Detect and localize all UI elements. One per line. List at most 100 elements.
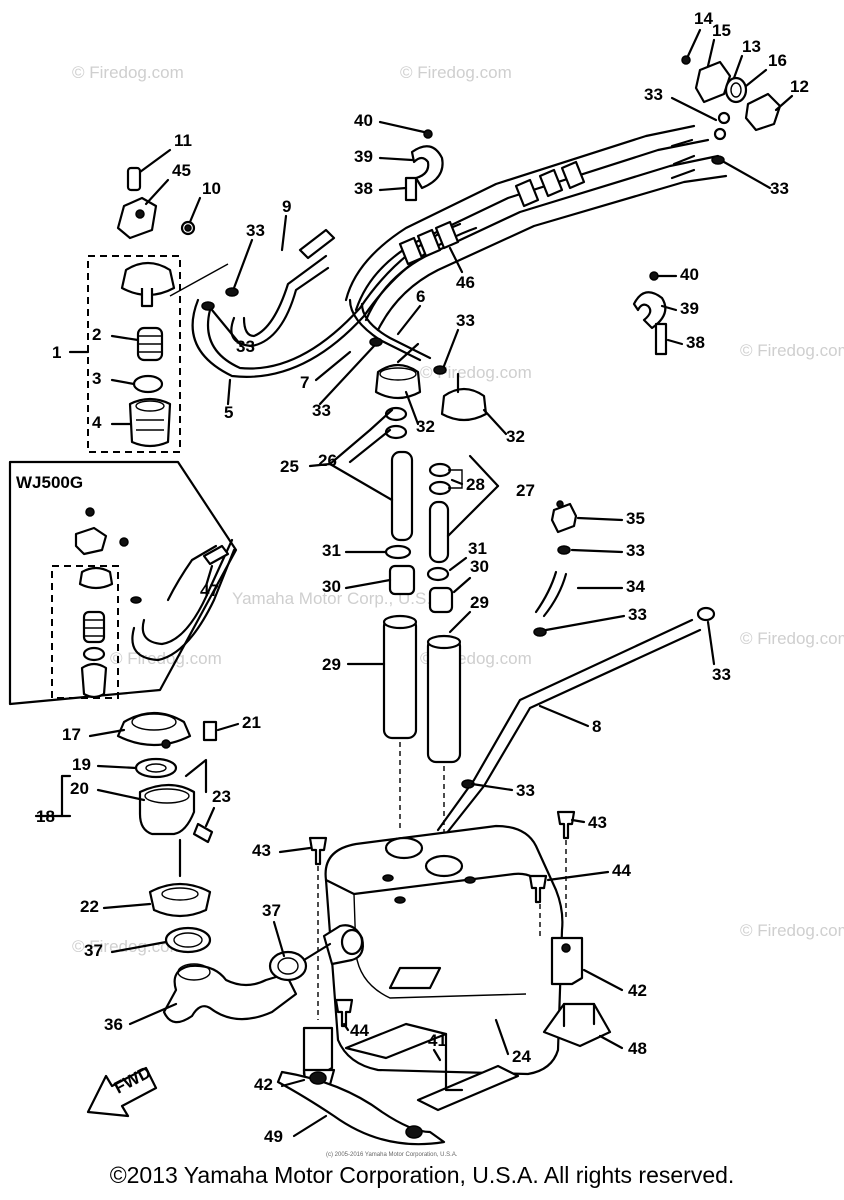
callout-leader [448, 556, 468, 572]
callout-leader [686, 28, 702, 58]
callout-33: 33 [644, 85, 663, 104]
callout-leader [598, 1034, 624, 1050]
clamp-37 [268, 942, 332, 982]
callout-8: 8 [592, 717, 601, 736]
callout-9: 9 [282, 197, 291, 216]
fuel-cock-assembly [68, 166, 229, 453]
callout-leader [348, 428, 392, 464]
callout-20: 20 [70, 779, 89, 798]
callout-leader [110, 940, 168, 954]
callout-5: 5 [224, 403, 233, 422]
callout-40: 40 [354, 111, 373, 130]
watermark: © Firedog.com [740, 341, 844, 360]
wj500g-inset: WJ500G [8, 460, 238, 706]
bracket-38-40-right [632, 271, 668, 356]
callout-33: 33 [626, 541, 645, 560]
callout-leader [570, 548, 624, 554]
callout-23: 23 [212, 787, 231, 806]
watermark: © Firedog.com [740, 629, 844, 648]
callout-30: 30 [322, 577, 341, 596]
callout-leader [732, 54, 744, 80]
callout-leader [396, 304, 422, 336]
callout-leader [442, 328, 460, 368]
callout-leader [314, 350, 352, 382]
callout-leader [88, 728, 126, 738]
callout-28: 28 [466, 475, 485, 494]
callout-44: 44 [350, 1021, 369, 1040]
filler-assembly [34, 712, 298, 1024]
callout-leader [774, 94, 794, 112]
hose-bundle [344, 124, 728, 375]
callout-leader [432, 1048, 442, 1062]
callout-leader [210, 308, 242, 346]
callout-33: 33 [456, 311, 475, 330]
callout-leader [216, 722, 240, 732]
watermark: © Firedog.com [420, 363, 532, 382]
callout-leader [582, 968, 624, 992]
callout-leader [204, 806, 216, 828]
callout-37: 37 [84, 941, 103, 960]
callout-48: 48 [628, 1039, 647, 1058]
callout-46: 46 [456, 273, 475, 292]
callout-7: 7 [300, 373, 309, 392]
variant-label: WJ500G [16, 473, 83, 492]
vent-and-hose-8 [436, 500, 716, 836]
callout-leader [546, 870, 610, 882]
callout-11: 11 [174, 131, 192, 150]
callout-39: 39 [354, 147, 373, 166]
callout-27: 27 [516, 481, 535, 500]
callout-leader [450, 478, 464, 486]
callout-leader [660, 304, 678, 312]
callout-leader [128, 1002, 178, 1026]
callout-leader [670, 96, 718, 122]
callout-leader [96, 788, 146, 802]
callout-leader [706, 38, 716, 68]
callout-43: 43 [252, 841, 271, 860]
watermark: © Firedog.com [400, 63, 512, 82]
callout-16: 16 [768, 51, 787, 70]
callout-leader [570, 818, 586, 824]
callout-leader [494, 1018, 510, 1056]
callout-47: 47 [200, 581, 219, 600]
watermark: © Firedog.com [72, 63, 184, 82]
callout-leader [188, 196, 202, 224]
callout-34: 34 [626, 577, 645, 596]
callout-30: 30 [470, 557, 489, 576]
callout-leader [102, 902, 152, 910]
callout-leader [744, 68, 768, 88]
callout-leader [278, 846, 312, 854]
callout-1: 1 [52, 343, 61, 362]
callout-33: 33 [628, 605, 647, 624]
callout-leader [292, 1114, 328, 1138]
callout-33: 33 [712, 665, 731, 684]
callout-19: 19 [72, 755, 91, 774]
callout-leader [204, 564, 214, 588]
callout-42: 42 [628, 981, 647, 1000]
callout-40: 40 [680, 265, 699, 284]
callout-leader [470, 782, 514, 792]
callout-32: 32 [506, 427, 525, 446]
callout-31: 31 [468, 539, 487, 558]
callout-33: 33 [236, 337, 255, 356]
fuel-tank-24 [322, 824, 564, 1076]
callout-leader [318, 344, 376, 406]
callout-42: 42 [254, 1075, 273, 1094]
callout-leader [280, 1078, 306, 1088]
callout-leader [404, 390, 420, 426]
bracket-38-40-upper [404, 129, 444, 202]
callout-25: 25 [280, 457, 299, 476]
callout-21: 21 [242, 713, 261, 732]
callout-leader [342, 1022, 350, 1032]
callout-14: 14 [694, 9, 713, 28]
callout-38: 38 [686, 333, 705, 352]
callout-leader [272, 920, 286, 958]
callout-leader [448, 610, 472, 634]
callout-leader [110, 378, 136, 386]
fwd-arrow: FWD [86, 1063, 158, 1118]
callout-15: 15 [712, 21, 731, 40]
callout-29: 29 [322, 655, 341, 674]
callout-leader [344, 578, 392, 590]
pads-41 [344, 1022, 520, 1112]
callout-37: 37 [262, 901, 281, 920]
